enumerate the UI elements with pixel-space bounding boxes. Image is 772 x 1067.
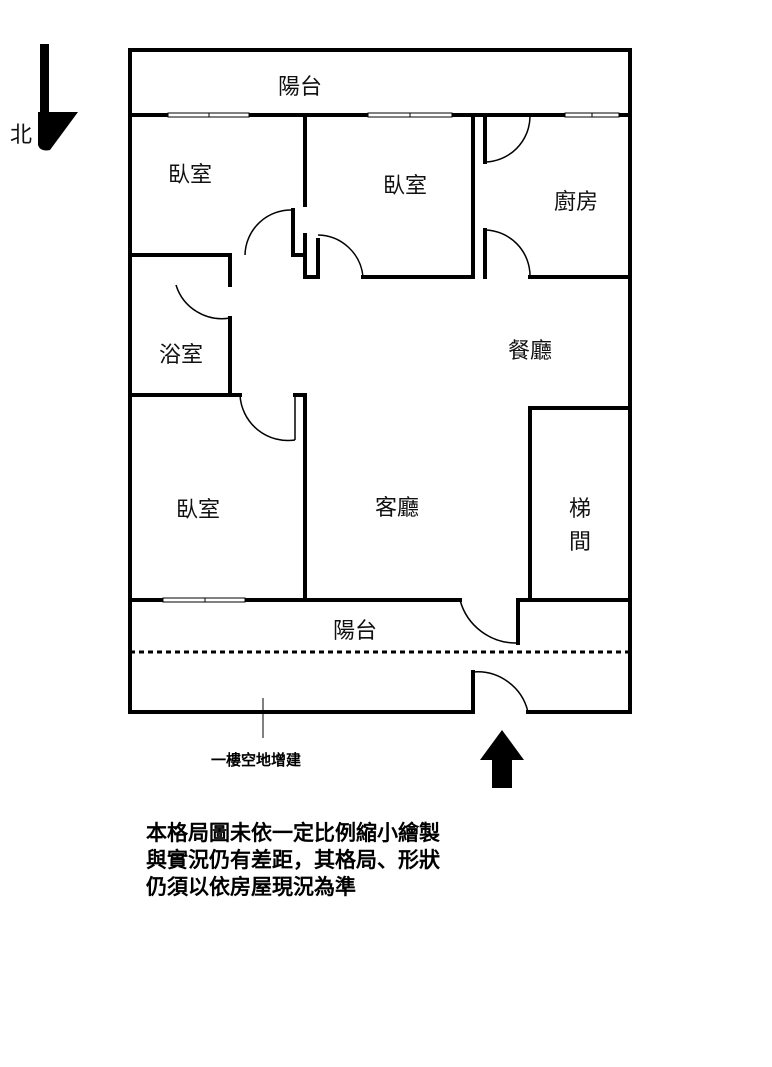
disclaimer-line: 與實況仍有差距，其格局、形狀 [146, 848, 440, 872]
room-bedroom-1: 臥室 [168, 163, 212, 188]
room-stair-1: 梯 [569, 497, 591, 522]
door-arcs [175, 116, 531, 713]
room-stair-2: 間 [569, 530, 591, 555]
disclaimer: 本格局圖未依一定比例縮小繪製 與實況仍有差距，其格局、形狀 仍須以依房屋現況為準 [146, 820, 440, 901]
north-label: 北 [10, 123, 32, 148]
room-balcony-bottom: 陽台 [333, 619, 377, 644]
room-bathroom: 浴室 [159, 343, 203, 368]
room-living: 客廳 [375, 496, 419, 521]
north-arrow-icon [38, 44, 78, 151]
room-bedroom-3: 臥室 [176, 498, 220, 523]
room-dining: 餐廳 [508, 339, 552, 364]
room-balcony-top: 陽台 [278, 75, 322, 100]
entrance-arrow-icon [480, 730, 524, 788]
disclaimer-line: 仍須以依房屋現況為準 [146, 875, 356, 899]
walls [128, 48, 632, 714]
annotation-label: 一樓空地增建 [211, 751, 302, 769]
windows [162, 112, 620, 603]
room-bedroom-2: 臥室 [383, 174, 427, 199]
room-kitchen: 廚房 [554, 190, 598, 215]
disclaimer-line: 本格局圖未依一定比例縮小繪製 [146, 821, 440, 845]
